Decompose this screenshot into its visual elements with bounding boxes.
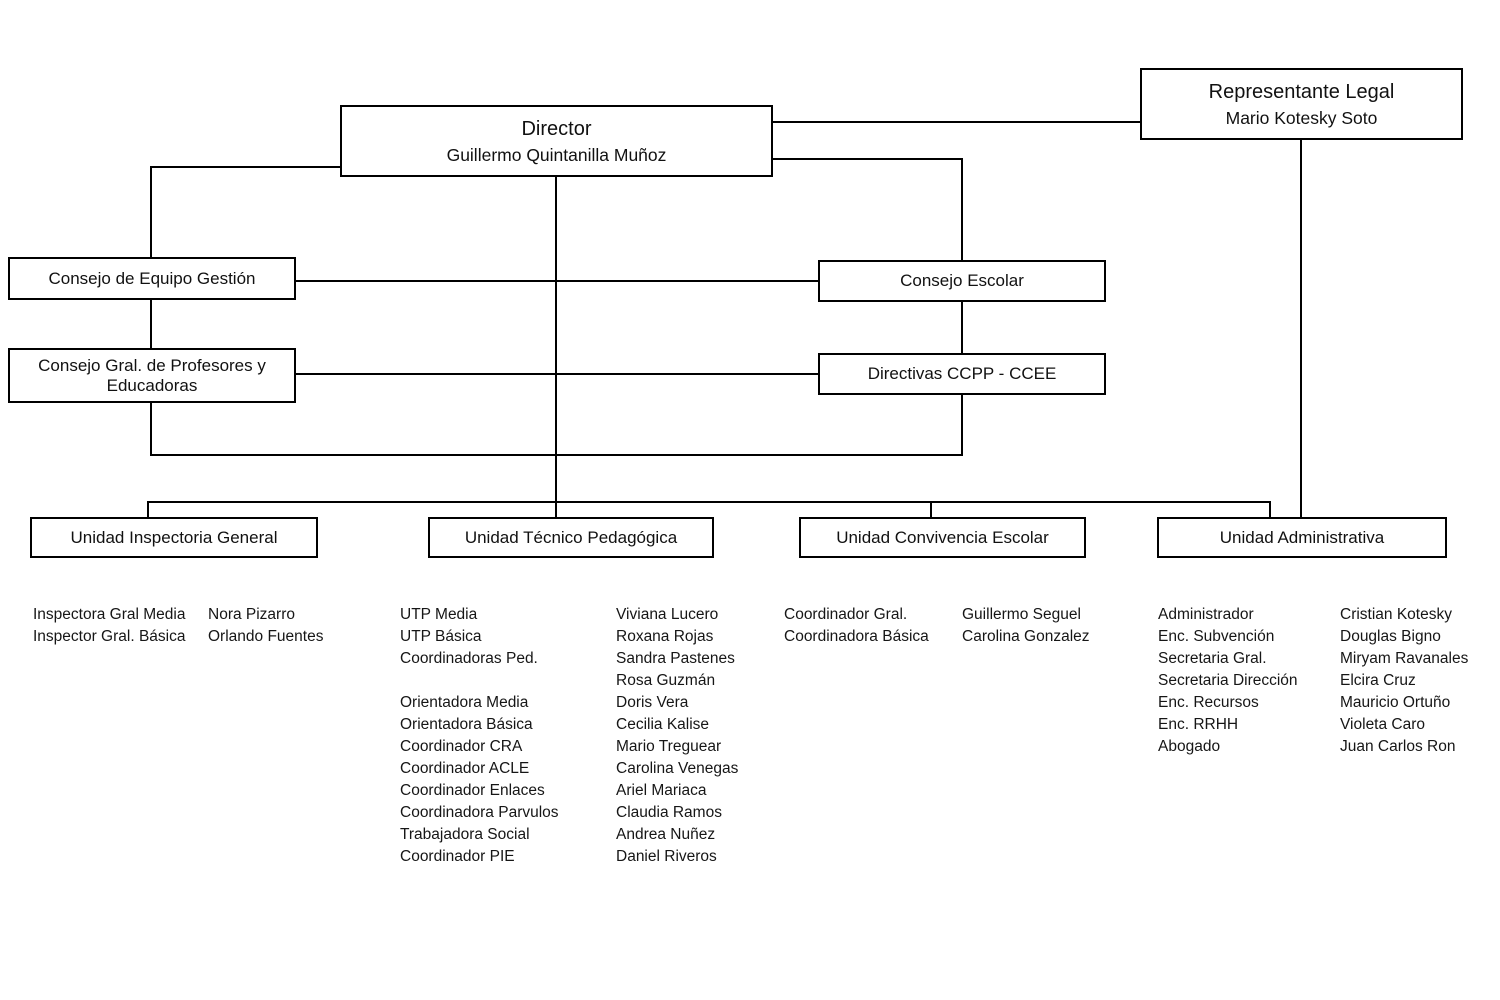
staff-role: Coordinador CRA [400,738,523,755]
box-unidad-convivencia: Unidad Convivencia Escolar [799,517,1086,558]
unidad-convivencia-label: Unidad Convivencia Escolar [836,527,1049,547]
staff-role: Administrador [1158,606,1254,623]
connector-stub-convivencia-v [930,501,932,518]
director-title: Director [521,117,592,140]
unidad-administrativa-label: Unidad Administrativa [1219,527,1385,547]
convivencia-names-list: Guillermo Seguel Carolina Gonzalez [962,604,1090,648]
box-unidad-inspectoria: Unidad Inspectoria General [30,517,318,558]
staff-role: Coordinador Enlaces [400,782,545,799]
box-consejo-equipo-gestion: Consejo de Equipo Gestión [8,257,296,300]
staff-role: Inspectora Gral Media [33,606,186,623]
box-representante-legal: Representante Legal Mario Kotesky Soto [1140,68,1463,140]
connector-left-equipogestion-v [150,166,152,258]
staff-role: Orientadora Media [400,694,529,711]
connector-replegal-administrativa-v [1300,139,1302,517]
box-unidad-tecnico-pedagogica: Unidad Técnico Pedagógica [428,517,714,558]
consejo-escolar-label: Consejo Escolar [900,271,1024,290]
connector-director-left-h [150,166,342,168]
representante-legal-person: Mario Kotesky Soto [1225,107,1378,128]
staff-role: Coordinadoras Ped. [400,650,538,667]
connector-distribution-h [147,501,1271,503]
connector-consejoescolar-directivas-v [961,300,963,355]
staff-role: Coordinador Gral. [784,606,908,623]
staff-name: Juan Carlos Ron [1340,738,1456,755]
staff-name: Viviana Lucero [616,606,719,623]
staff-role: Inspector Gral. Básica [33,628,186,645]
staff-name: Rosa Guzmán [616,672,716,689]
staff-name: Mauricio Ortuño [1340,694,1451,711]
staff-role: Abogado [1158,738,1221,755]
administrativa-names-list: Cristian Kotesky Douglas Bigno Miryam Ra… [1340,604,1468,758]
tecnico-pedagogica-roles-list: UTP Media UTP Básica Coordinadoras Ped. … [400,604,559,868]
staff-name: Nora Pizarro [208,606,295,623]
staff-name: Carolina Venegas [616,760,739,777]
tecnico-pedagogica-names-list: Viviana Lucero Roxana Rojas Sandra Paste… [616,604,738,868]
staff-name: Cecilia Kalise [616,716,710,733]
connector-director-replegal-h [773,121,1142,123]
staff-role [400,670,559,692]
staff-name: Roxana Rojas [616,628,714,645]
staff-name: Miryam Ravanales [1340,650,1469,667]
directivas-ccpp-ccee-label: Directivas CCPP - CCEE [867,364,1057,383]
staff-role: Coordinadora Parvulos [400,804,559,821]
staff-name: Violeta Caro [1340,716,1426,733]
connector-profesores-directivas-h [296,373,818,375]
staff-name: Orlando Fuentes [208,628,324,645]
box-director: Director Guillermo Quintanilla Muñoz [340,105,773,177]
box-unidad-administrativa: Unidad Administrativa [1157,517,1447,558]
staff-name: Andrea Nuñez [616,826,716,843]
staff-name: Carolina Gonzalez [962,628,1090,645]
connector-director-utp-v [555,176,557,518]
staff-role: UTP Básica [400,628,482,645]
consejo-equipo-gestion-label: Consejo de Equipo Gestión [48,268,256,288]
staff-name: Mario Treguear [616,738,722,755]
connector-stub-administrativa-v [1269,501,1271,518]
staff-role: Enc. RRHH [1158,716,1239,733]
staff-role: Enc. Subvención [1158,628,1275,645]
consejo-profesores-label: Consejo Gral. de Profesores y Educadoras [38,355,266,395]
inspectoria-names-list: Nora Pizarro Orlando Fuentes [208,604,323,648]
staff-role: Coordinador ACLE [400,760,530,777]
staff-role: Secretaria Dirección [1158,672,1298,689]
staff-name: Douglas Bigno [1340,628,1441,645]
unidad-tecnico-pedagogica-label: Unidad Técnico Pedagógica [464,527,678,547]
unidad-inspectoria-label: Unidad Inspectoria General [70,527,278,547]
staff-name: Elcira Cruz [1340,672,1416,689]
staff-role: Secretaria Gral. [1158,650,1267,667]
staff-name: Sandra Pastenes [616,650,735,667]
staff-role: Orientadora Básica [400,716,533,733]
box-consejo-escolar: Consejo Escolar [818,260,1106,302]
staff-role: Coordinadora Básica [784,628,929,645]
administrativa-roles-list: Administrador Enc. Subvención Secretaria… [1158,604,1298,758]
connector-equipogestion-consejoescolar-h [296,280,818,282]
staff-name: Cristian Kotesky [1340,606,1452,623]
staff-role: Trabajadora Social [400,826,530,843]
connector-equipogestion-profesores-v [150,297,152,349]
staff-role: Enc. Recursos [1158,694,1259,711]
connector-stub-inspectoria-v [147,501,149,518]
staff-role: Coordinador PIE [400,848,515,865]
connector-director-consejoescolar-h [773,158,963,160]
staff-role: UTP Media [400,606,478,623]
staff-name: Claudia Ramos [616,804,722,821]
connector-director-consejoescolar-v [961,158,963,261]
staff-name: Doris Vera [616,694,689,711]
director-person: Guillermo Quintanilla Muñoz [446,144,667,165]
box-consejo-profesores: Consejo Gral. de Profesores y Educadoras [8,348,296,403]
box-directivas-ccpp-ccee: Directivas CCPP - CCEE [818,353,1106,395]
inspectoria-roles-list: Inspectora Gral Media Inspector Gral. Bá… [33,604,186,648]
staff-name: Guillermo Seguel [962,606,1081,623]
connector-directivas-loop-v [961,393,963,456]
staff-name: Ariel Mariaca [616,782,707,799]
convivencia-roles-list: Coordinador Gral. Coordinadora Básica [784,604,929,648]
connector-profesores-loop-v [150,400,152,456]
representante-legal-title: Representante Legal [1208,80,1395,103]
staff-name: Daniel Riveros [616,848,717,865]
